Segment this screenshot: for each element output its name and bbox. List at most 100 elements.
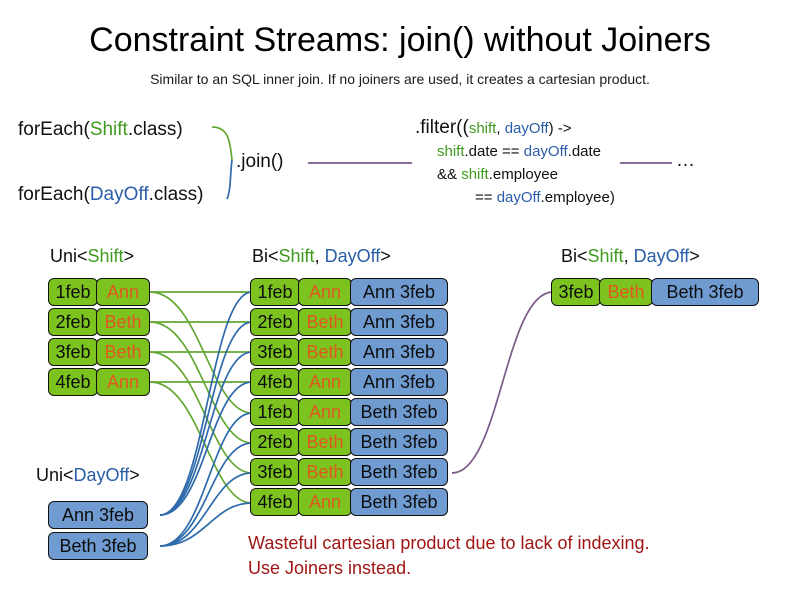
page-title: Constraint Streams: join() without Joine… [89, 21, 711, 59]
shift-employee: Beth [96, 338, 150, 366]
cartesian-date: 4feb [250, 368, 300, 396]
filter-line-2: shift.date == dayOff.date [437, 140, 615, 163]
fact-row: 1feb Ann Ann 3feb [250, 278, 448, 306]
cartesian-dayoff-pair: Ann 3feb [350, 308, 448, 336]
filter-l4-end: .employee) [540, 189, 615, 206]
cap-bi2-type-a: Shift [587, 246, 624, 266]
cap-uni-dayoff-suffix: > [129, 465, 140, 485]
filter-l1-a: .filter(( [415, 117, 469, 138]
filter-line-3: && shift.employee [437, 163, 615, 186]
caption-uni-dayoff: Uni<DayOff> [36, 464, 140, 486]
filter-l1-dayoff: dayOff [504, 120, 549, 137]
shift-employee: Beth [96, 308, 150, 336]
dayoff-pair-text: Beth 3feb [59, 536, 137, 556]
dayoff-pair: Beth 3feb [48, 532, 148, 560]
shift-date: 3feb [48, 338, 98, 366]
cap-bi1-sep: , [314, 246, 325, 266]
result-dayoff-pair-text: Beth 3feb [666, 282, 744, 302]
cartesian-dayoff-pair-text: Beth 3feb [360, 492, 438, 512]
warning-text: Wasteful cartesian product due to lack o… [248, 531, 650, 581]
cartesian-date: 2feb [250, 428, 300, 456]
cartesian-date: 1feb [250, 398, 300, 426]
filter-l4-eq: == [475, 189, 497, 206]
filter-line-1: .filter((shift, dayOff) -> [415, 117, 615, 140]
code-join-label: .join() [236, 151, 284, 172]
shift-date-text: 4feb [55, 372, 91, 392]
forEach-brace [211, 126, 233, 200]
shift-employee-text: Ann [106, 282, 140, 302]
cartesian-date-text: 3feb [257, 342, 293, 362]
cap-bi2-prefix: Bi< [561, 246, 588, 266]
fact-row: 1feb Ann Beth 3feb [250, 398, 448, 426]
cartesian-dayoff-pair: Ann 3feb [350, 278, 448, 306]
shift-employee-text: Beth [104, 342, 142, 362]
cartesian-employee-text: Ann [308, 282, 342, 302]
cartesian-dayoff-pair: Beth 3feb [350, 488, 448, 516]
cartesian-date-text: 2feb [257, 432, 293, 452]
filter-connector [451, 291, 554, 474]
result-date-text: 3feb [558, 282, 594, 302]
shift-date: 4feb [48, 368, 98, 396]
cartesian-employee: Ann [298, 398, 352, 426]
warning-line-2: Use Joiners instead. [248, 558, 412, 578]
cartesian-employee-text: Beth [306, 312, 344, 332]
cartesian-date-text: 1feb [257, 282, 293, 302]
cartesian-employee: Ann [298, 488, 352, 516]
cartesian-dayoff-pair: Beth 3feb [350, 458, 448, 486]
filter-l2-end: .date [567, 143, 602, 160]
dayoff-pair-text: Ann 3feb [61, 505, 135, 525]
shift-employee-text: Ann [106, 372, 140, 392]
cap-bi2-sep: , [623, 246, 634, 266]
foreach-dayoff-type: DayOff [89, 184, 149, 205]
cartesian-employee: Beth [298, 338, 352, 366]
cartesian-date-text: 2feb [257, 312, 293, 332]
fact-row: 2feb Beth Ann 3feb [250, 308, 448, 336]
filter-l3-shift: shift [461, 166, 489, 183]
foreach-shift-type: Shift [89, 119, 128, 140]
foreach-shift-prefix: forEach( [18, 119, 90, 140]
cap-uni-shift-suffix: > [123, 246, 135, 266]
caption-bi-cartesian: Bi<Shift, DayOff> [252, 245, 391, 267]
ellipsis-label: … [676, 150, 695, 171]
cap-bi1-type-a: Shift [278, 246, 315, 266]
cartesian-date-text: 1feb [257, 402, 293, 422]
filter-l1-b: ) -> [548, 120, 572, 137]
filter-l3-and: && [437, 166, 462, 183]
cap-bi1-suffix: > [380, 246, 391, 266]
shift-employee-text: Beth [104, 312, 142, 332]
cartesian-dayoff-pair: Ann 3feb [350, 368, 448, 396]
filter-l2-shift: shift [437, 143, 465, 160]
cap-uni-shift-type: Shift [87, 246, 124, 266]
cartesian-date: 2feb [250, 308, 300, 336]
cartesian-date-text: 4feb [257, 492, 293, 512]
shift-date-text: 3feb [55, 342, 91, 362]
filter-l2-dayoff: dayOff [523, 143, 568, 160]
result-date: 3feb [551, 278, 601, 306]
foreach-shift-suffix: .class) [127, 119, 183, 140]
warning-line-1: Wasteful cartesian product due to lack o… [248, 533, 650, 553]
cartesian-dayoff-pair-text: Beth 3feb [360, 402, 438, 422]
shift-date: 1feb [48, 278, 98, 306]
cartesian-dayoff-pair-text: Beth 3feb [360, 432, 438, 452]
cap-bi1-prefix: Bi< [252, 246, 279, 266]
fact-row: Beth 3feb [48, 532, 148, 560]
cap-bi1-type-b: DayOff [324, 246, 381, 266]
dayoff-connectors [159, 291, 253, 547]
shift-connectors [149, 291, 253, 504]
cartesian-date-text: 3feb [257, 462, 293, 482]
cartesian-employee-text: Ann [308, 402, 342, 422]
cap-bi2-suffix: > [689, 246, 700, 266]
filter-l1-comma: , [496, 120, 505, 137]
cap-uni-dayoff-type: DayOff [73, 465, 130, 485]
cap-uni-dayoff-prefix: Uni< [36, 465, 74, 485]
cartesian-dayoff-pair: Ann 3feb [350, 338, 448, 366]
code-filter-block: .filter((shift, dayOff) -> shift.date ==… [415, 117, 615, 209]
result-dayoff-pair: Beth 3feb [651, 278, 759, 306]
